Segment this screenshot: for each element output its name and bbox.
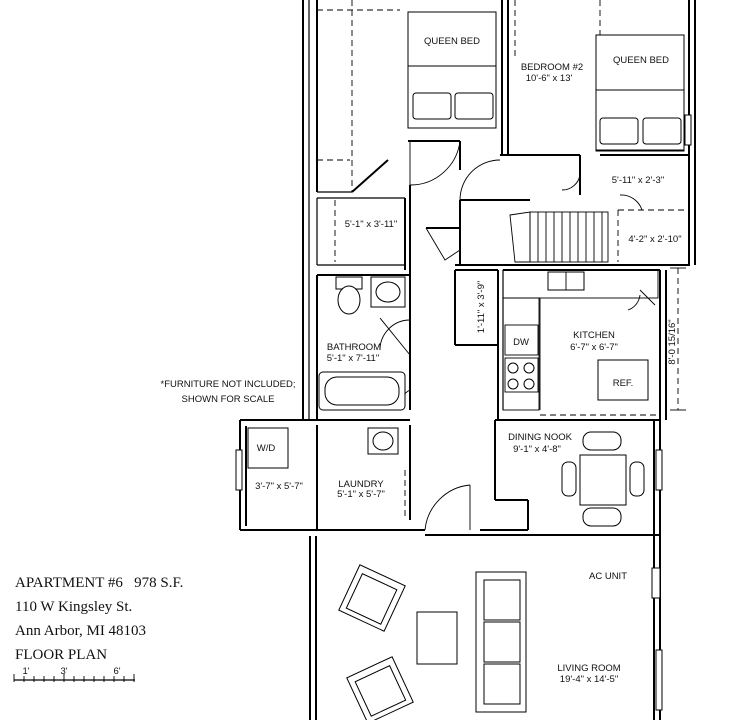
bed2-label: QUEEN BED [613, 55, 669, 66]
pantry-dims: 1'-11" x 3'-9" [476, 281, 487, 333]
kitchen-name: KITCHEN [573, 330, 615, 341]
scale-tick-3: 3' [60, 666, 67, 677]
dining-dims: 9'-1" x 4'-8" [513, 444, 561, 455]
apartment-title: APARTMENT #6 978 S.F. [15, 575, 183, 591]
bedroom2-dims: 10'-6" x 13' [526, 73, 573, 84]
kitchen-fixtures [502, 269, 659, 411]
scale-bar: 1' 3' 6' [13, 666, 135, 682]
ac-unit-label: AC UNIT [589, 571, 627, 582]
dw-label: DW [513, 337, 529, 348]
washer-dryer [247, 427, 289, 469]
windows [235, 114, 692, 711]
living-room-dims: 19'-4" x 14'-5" [560, 674, 618, 685]
bathroom-name: BATHROOM [327, 342, 381, 353]
laundry-name: LAUNDRY [338, 479, 384, 490]
queen-bed-1 [407, 11, 497, 129]
living-furniture [338, 564, 661, 720]
closet2-dims: 5'-11" x 2'-3" [612, 175, 664, 186]
laundry-dims: 5'-1" x 5'-7" [337, 489, 385, 500]
ceiling-lines [317, 0, 690, 520]
wd-label: W/D [257, 443, 276, 454]
scale-tick-1: 1' [22, 666, 29, 677]
bathroom-fixtures [318, 276, 406, 455]
street-address: 110 W Kingsley St. [15, 599, 132, 615]
bedroom2-name: BEDROOM #2 [521, 62, 583, 73]
stairs [509, 211, 609, 263]
dining-table [561, 431, 645, 527]
plan-label: FLOOR PLAN [15, 647, 107, 663]
ref-label: REF. [613, 378, 634, 389]
doors [379, 140, 656, 531]
kitchen-dims: 6'-7" x 6'-7" [570, 342, 618, 353]
furniture-note-line2: SHOWN FOR SCALE [182, 394, 275, 405]
bathroom-dims: 5'-1" x 7'-11" [327, 353, 379, 364]
closet3-dims: 4'-2" x 2'-10" [628, 234, 681, 245]
queen-bed-2 [595, 34, 685, 152]
kitchen-height: 8'-0 15/16" [667, 319, 678, 364]
scale-tick-6: 6' [113, 666, 120, 677]
bed1-label: QUEEN BED [424, 36, 480, 47]
city-address: Ann Arbor, MI 48103 [15, 623, 146, 639]
closet1-dims: 5'-1" x 3'-11" [345, 219, 397, 230]
living-room-name: LIVING ROOM [557, 663, 620, 674]
dining-name: DINING NOOK [508, 432, 573, 443]
furniture-note-line1: *FURNITURE NOT INCLUDED; [161, 379, 296, 390]
room-labels: QUEEN BED BEDROOM #2 10'-6" x 13' QUEEN … [255, 36, 682, 685]
wd-dims: 3'-7" x 5'-7" [255, 481, 303, 492]
title-block: APARTMENT #6 978 S.F. 110 W Kingsley St.… [15, 575, 183, 663]
